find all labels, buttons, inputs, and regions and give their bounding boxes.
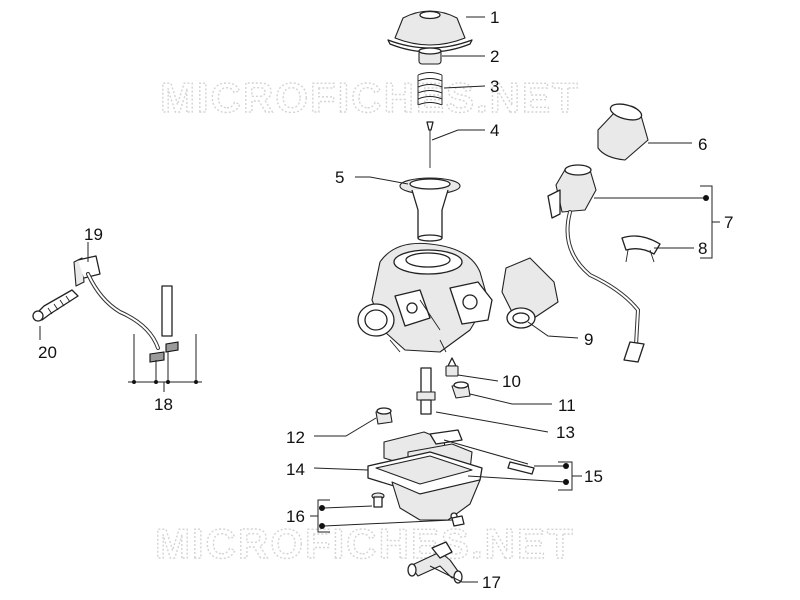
callout-2: 2 [490,47,499,66]
callout-13: 13 [556,423,575,442]
part-8-clip [621,235,661,263]
part-14-float-bowl [367,451,483,521]
carburetor-body [357,242,493,353]
part-18-19-20-vent-assembly [32,255,179,363]
callout-14: 14 [286,460,305,479]
callout-3: 3 [490,77,499,96]
callout-1: 1 [490,8,499,27]
part-7-starter [547,164,645,363]
callout-numbers: 1 2 3 4 5 6 7 8 9 10 11 12 13 14 15 16 1… [38,8,733,592]
callout-18: 18 [154,395,173,414]
callout-7: 7 [724,213,733,232]
callout-10: 10 [502,372,521,391]
part-5-diaphragm-slide [399,177,461,242]
part-9-side-cover [501,257,559,329]
callout-20: 20 [38,343,57,362]
part-6-sleeve [597,103,649,161]
part-10-jet [445,357,459,377]
part-13-emulsion-tube [416,367,436,415]
part-17-t-fitting [407,541,463,584]
part-4-needle [426,121,434,168]
callout-8: 8 [698,239,707,258]
part-2-ring [418,47,442,65]
callout-5: 5 [335,168,344,187]
part-16-screws [371,492,465,527]
callout-12: 12 [286,428,305,447]
leader-lines [39,16,720,583]
watermark-top: MICROFICHES.NET [160,74,580,121]
callout-6: 6 [698,135,707,154]
part-12-jet [375,407,393,425]
watermark-bottom: MICROFICHES.NET [155,520,575,567]
callout-9: 9 [584,330,593,349]
callout-11: 11 [558,396,576,415]
callout-15: 15 [584,467,603,486]
bullet-dots [132,195,709,529]
callout-19: 19 [84,225,103,244]
callout-4: 4 [490,121,499,140]
part-3-spring [417,72,443,106]
callout-16: 16 [286,507,305,526]
part-1-cover [387,10,473,53]
callout-17: 17 [482,573,501,592]
part-11-nut [451,381,471,399]
